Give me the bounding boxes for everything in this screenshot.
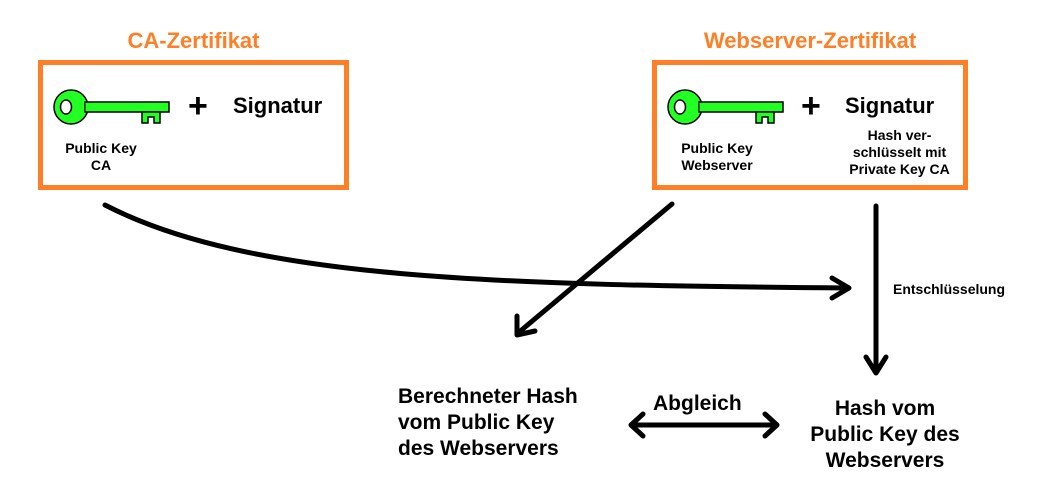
webserver-key-to-hash-arrow	[515, 201, 675, 336]
signature-desc-line1: Hash ver-	[867, 127, 932, 143]
key-icon	[53, 89, 170, 125]
decrypted-hash-line2: Public Key des	[810, 423, 960, 446]
computed-hash-text: Berechneter Hash vom Public Key des Webs…	[398, 384, 618, 462]
webserver-key-arrowhead	[514, 313, 538, 338]
signature-desc-line3: Private Key CA	[849, 161, 950, 177]
webserver-public-key-label: Public Key Webserver	[667, 140, 767, 174]
key-icon	[667, 89, 784, 125]
ca-cert-title: CA-Zertifikat	[127, 28, 260, 53]
plus-sign: +	[188, 87, 208, 125]
webserver-cert-box: Public Key Webserver + Signatur Hash ver…	[652, 60, 968, 190]
webserver-key-label-line1: Public Key	[681, 140, 753, 156]
ca-cert-box: Public Key CA + Signatur	[38, 60, 349, 190]
ca-key-label-line2: CA	[90, 157, 112, 173]
decrypted-hash-line3: Webservers	[825, 449, 945, 472]
ca-key-to-decryption-arrow	[102, 202, 851, 291]
compare-label: Abgleich	[653, 392, 742, 415]
signature-description: Hash ver- schlüsselt mit Private Key CA	[832, 127, 967, 178]
ca-signature-label: Signatur	[233, 93, 323, 118]
signature-arrowhead	[863, 354, 889, 376]
webserver-cert-title: Webserver-Zertifikat	[703, 28, 917, 53]
computed-hash-line3: des Webservers	[398, 437, 559, 460]
ca-key-label-line1: Public Key	[65, 140, 137, 156]
decrypted-hash-text: Hash vom Public Key des Webservers	[790, 396, 980, 474]
computed-hash-line2: vom Public Key	[398, 411, 555, 434]
webserver-signature-label: Signatur	[845, 93, 935, 118]
compare-arrowhead-left	[628, 411, 646, 439]
computed-hash-line1: Berechneter Hash	[398, 385, 578, 408]
webserver-key-label-line2: Webserver	[681, 157, 753, 173]
decrypted-hash-line1: Hash vom	[834, 397, 936, 420]
ca-key-arrowhead	[829, 275, 852, 301]
plus-sign: +	[801, 87, 821, 125]
compare-arrowhead-right	[762, 411, 780, 439]
signature-desc-line2: schlüsselt mit	[852, 144, 947, 160]
decryption-label: Entschlüsselung	[893, 281, 1006, 297]
ca-public-key-label: Public Key CA	[51, 140, 151, 174]
